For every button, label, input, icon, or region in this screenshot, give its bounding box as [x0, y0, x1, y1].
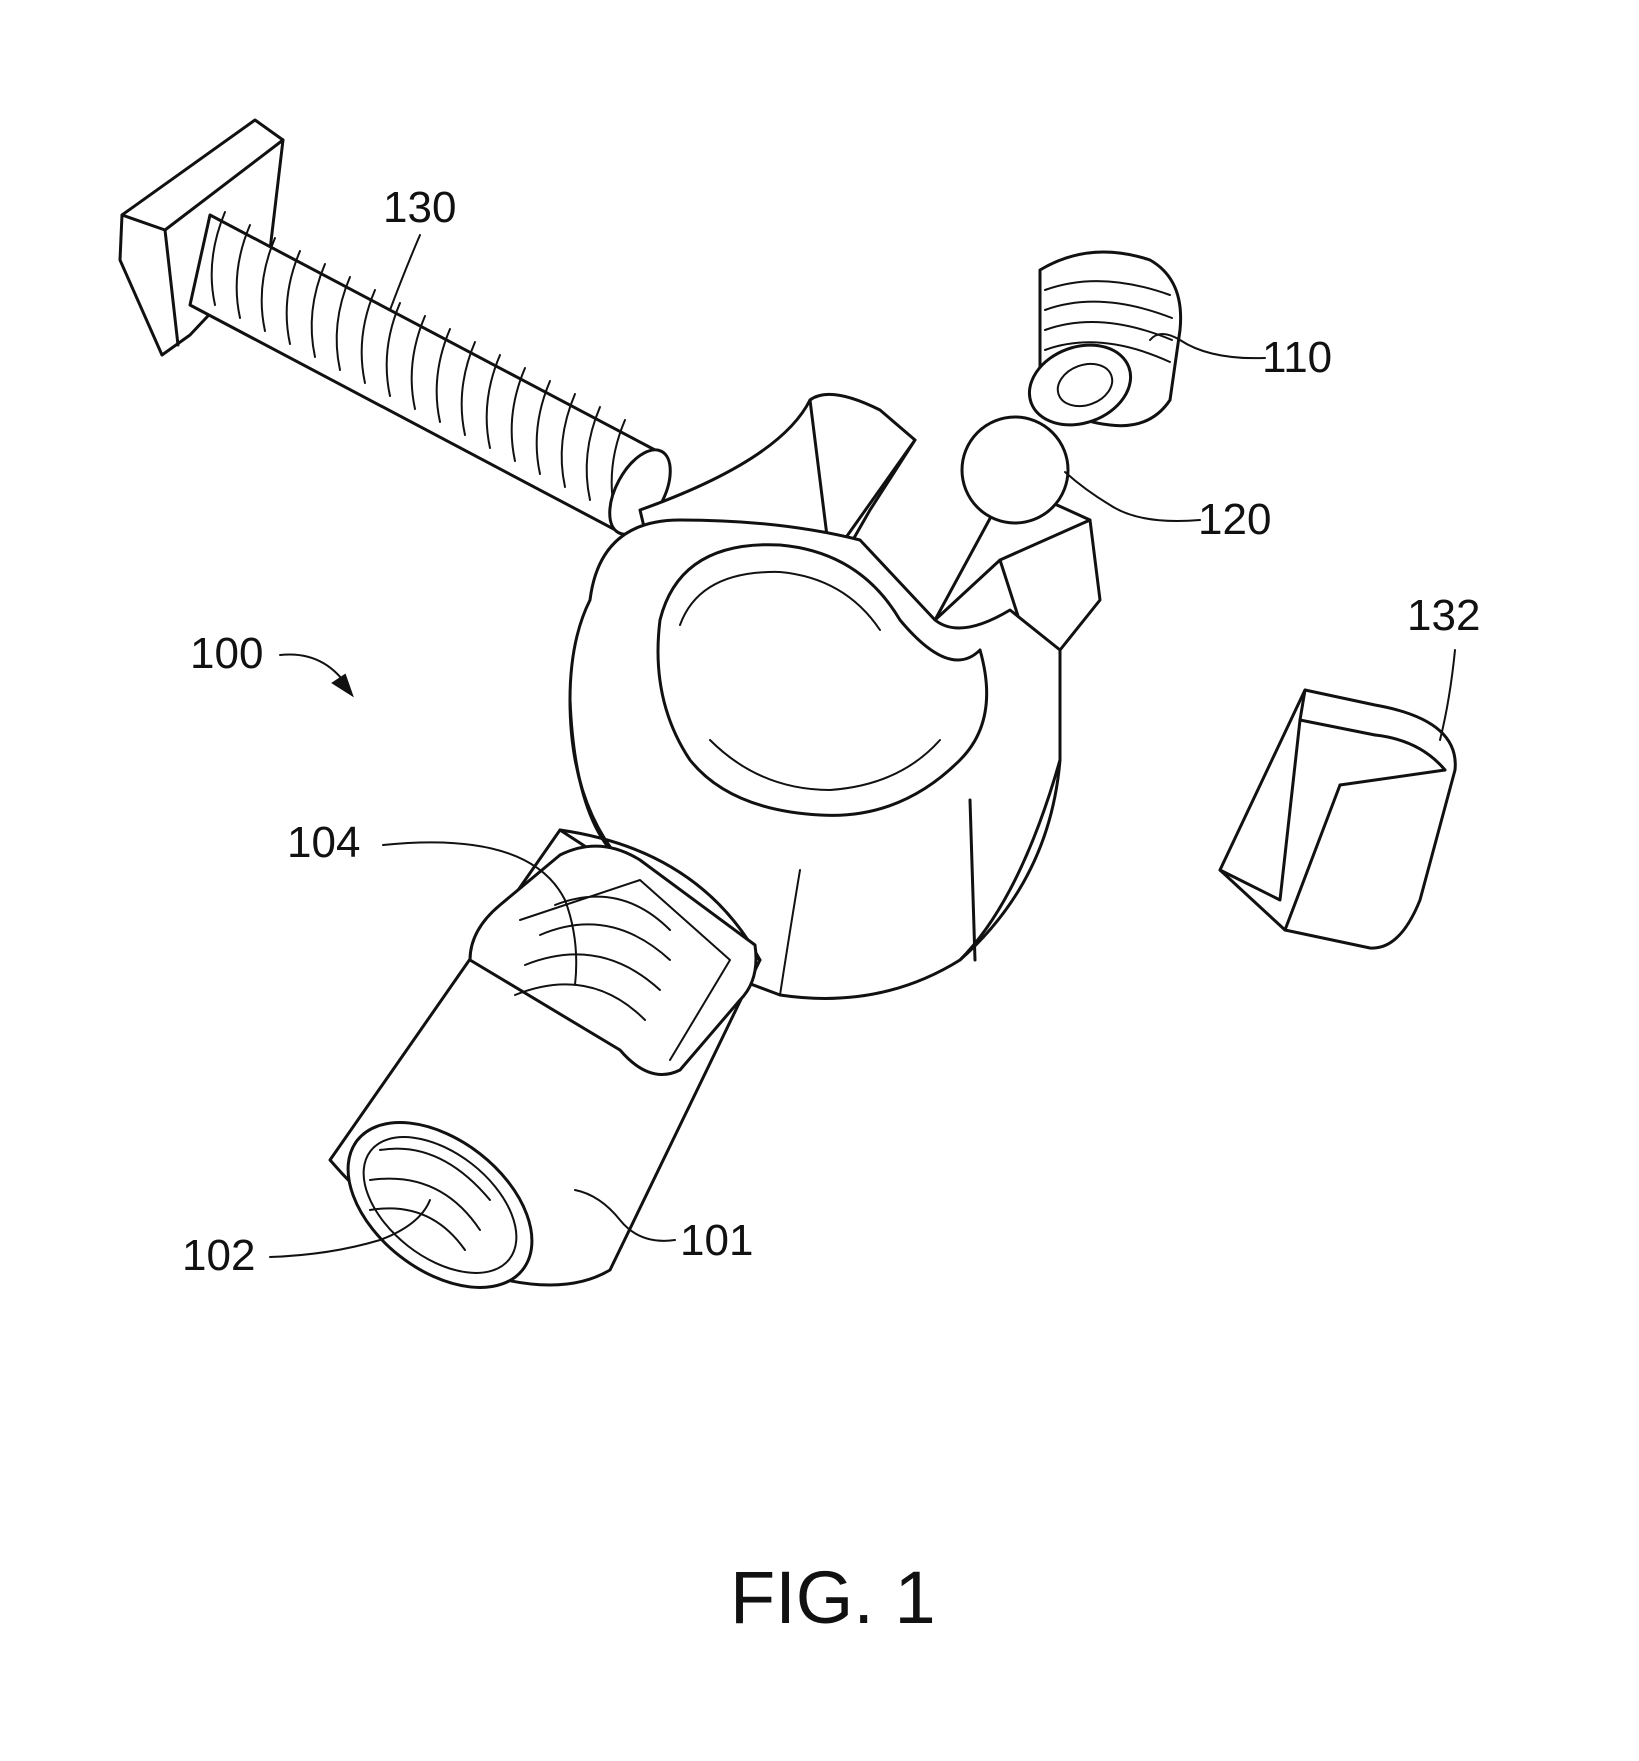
label-101: 101 — [680, 1216, 753, 1265]
label-104: 104 — [287, 818, 360, 867]
figure-caption: FIG. 1 — [730, 1556, 936, 1639]
clamp-body — [317, 394, 1100, 1320]
nut — [1220, 690, 1455, 948]
label-102: 102 — [182, 1231, 255, 1280]
leader-120 — [1065, 472, 1200, 521]
label-110: 110 — [1262, 333, 1332, 382]
ball — [962, 417, 1068, 523]
label-130: 130 — [383, 183, 456, 232]
leader-130 — [390, 235, 420, 310]
label-132: 132 — [1407, 591, 1480, 640]
assembly-arrow — [280, 654, 352, 695]
label-120: 120 — [1198, 495, 1271, 544]
leader-132 — [1440, 650, 1455, 740]
set-screw — [1018, 252, 1180, 438]
label-100: 100 — [190, 629, 263, 678]
